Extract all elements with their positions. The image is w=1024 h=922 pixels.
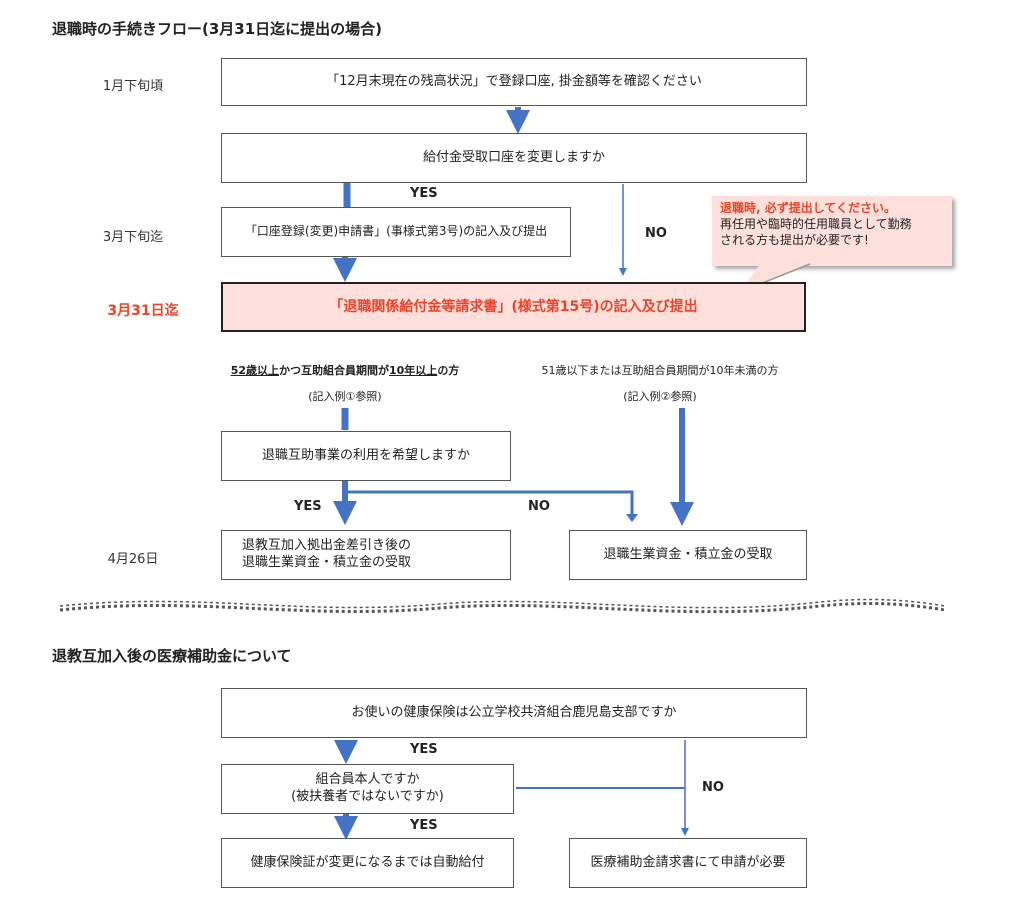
box-receive: 退職生業資金・積立金の受取 [569, 530, 807, 580]
condition-right: 51歳以下または互助組合員期間が10年未満の方 [541, 364, 779, 377]
condition-left-years: 10年以上 [389, 364, 438, 377]
box-insurance-question: お使いの健康保険は公立学校共済組合鹿児島支部ですか [221, 688, 807, 738]
label-no-account: NO [645, 226, 667, 241]
arrow-no-receive [345, 490, 634, 516]
condition-left-mid: かつ互助組合員期間が [279, 364, 389, 377]
box-account-form: 「口座登録(変更)申請書」(事様式第3号)の記入及び提出 [221, 207, 571, 257]
box-member-question: 組合員本人ですか (被扶養者ではないですか) [221, 764, 514, 814]
timeline-mar31: 3月31日迄 [107, 303, 179, 319]
condition-right-ref: (記入例②参照) [623, 390, 697, 403]
section2-title: 退教互加入後の医療補助金について [52, 647, 292, 665]
box-check-balance: 「12月末現在の残高状況」で登録口座, 掛金額等を確認ください [221, 58, 807, 106]
box-member-question-line2: (被扶養者ではないですか) [291, 789, 444, 804]
box-receive-after-deduct-line1: 退教互加入拠出金差引き後の [242, 538, 412, 554]
box-mutual-aid-question: 退職互助事業の利用を希望しますか [221, 431, 511, 481]
box-change-account-question: 給付金受取口座を変更しますか [221, 133, 807, 183]
label-no-mutual: NO [528, 499, 550, 514]
label-yes-account: YES [410, 186, 438, 201]
timeline-apr26: 4月26日 [107, 552, 159, 567]
label-s2-no: NO [702, 780, 724, 795]
wavy-divider [59, 601, 946, 614]
condition-left-end: の方 [437, 364, 460, 377]
box-auto-pay: 健康保険証が変更になるまでは自動給付 [221, 838, 514, 888]
timeline-jan: 1月下旬頃 [102, 79, 164, 94]
label-s2-yes2: YES [410, 818, 438, 833]
label-s2-yes1: YES [410, 742, 438, 757]
callout-headline: 退職時, 必ず提出してください。 [720, 201, 897, 215]
condition-left-ref: (記入例①参照) [308, 390, 382, 403]
callout-line3: される方も提出が必要です! [720, 233, 869, 248]
box-claim-form: 「退職関係給付金等請求書」(様式第15号)の記入及び提出 [221, 282, 806, 332]
callout-note: 退職時, 必ず提出してください。 再任用や臨時的任用職員として勤務 される方も提… [712, 196, 952, 266]
condition-left: 52歳以上かつ互助組合員期間が10年以上の方 [225, 362, 465, 378]
callout-line2: 再任用や臨時的任用職員として勤務 [720, 217, 912, 232]
box-receive-after-deduct-line2: 退職生業資金・積立金の受取 [242, 555, 412, 570]
section1-title: 退職時の手続きフロー(3月31日迄に提出の場合) [52, 20, 383, 38]
label-yes-mutual: YES [294, 499, 322, 514]
box-member-question-line1: 組合員本人ですか [315, 772, 420, 788]
timeline-mar-late: 3月下旬迄 [102, 230, 164, 245]
box-receive-after-deduct: 退教互加入拠出金差引き後の 退職生業資金・積立金の受取 [221, 530, 511, 580]
condition-left-age: 52歳以上 [230, 364, 279, 377]
box-apply-needed: 医療補助金請求書にて申請が必要 [569, 838, 807, 888]
